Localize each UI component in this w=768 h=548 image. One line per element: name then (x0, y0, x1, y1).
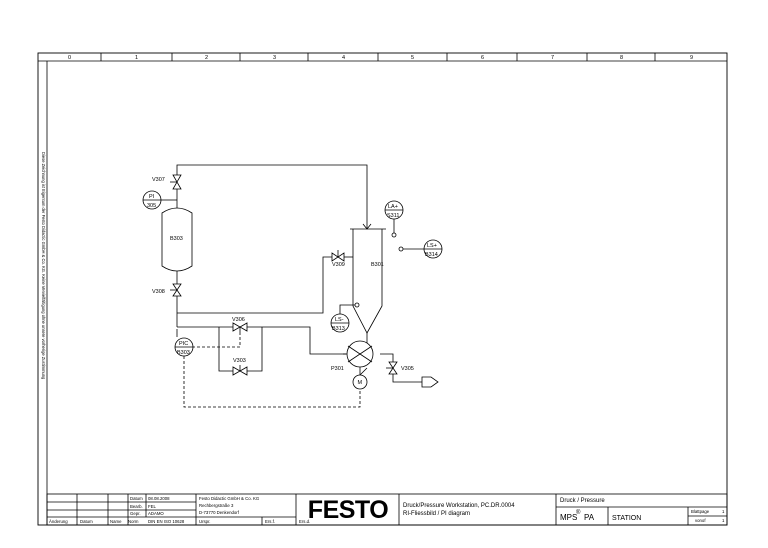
pump-label: P301 (331, 366, 344, 372)
drawing-title-1: Druck/Pressure Workstation, PC.DR.0004 (403, 503, 515, 509)
datum-label: Datum (130, 496, 143, 501)
registered-mark: ® (576, 509, 581, 516)
valve-v307-label: V307 (152, 177, 165, 183)
piping (176, 164, 439, 388)
ls-plus-bottom: B314 (425, 252, 438, 258)
instrument-ls-b313: LS- B313 (330, 302, 360, 333)
valve-v303: V303 (232, 358, 248, 376)
col-label: 6 (481, 55, 484, 61)
tank-b301: B301 (350, 228, 386, 334)
col-label: 1 (135, 55, 138, 61)
rev-header: Ers.d. (299, 519, 310, 524)
gepr-value: ADAMO (148, 511, 164, 516)
blatt-value: 1 (722, 509, 725, 514)
copyright-note: Diese Zeichnung ist Eigentum der Festo D… (41, 152, 46, 380)
valve-v303-label: V303 (233, 358, 246, 364)
valve-v305: V305 (386, 361, 414, 375)
signal-lines (183, 333, 361, 408)
pi305-top: PI (149, 194, 155, 200)
instrument-pic-b303: PIC B303 (174, 337, 194, 357)
gepr-label: Gepr. (130, 511, 141, 516)
la-top: LA+ (388, 204, 398, 210)
col-label: 2 (205, 55, 208, 61)
drawing-frame: 0 1 2 3 4 5 6 7 8 9 Diese Zeichnung ist … (37, 52, 728, 526)
col-label: 0 (68, 55, 71, 61)
tank-b303: B303 (161, 207, 193, 272)
festo-logo: FESTO (308, 496, 388, 524)
valve-v306: V306 (232, 317, 248, 333)
category: Druck / Pressure (560, 498, 605, 504)
datum-value: 08.08.2008 (148, 496, 170, 501)
pump-p301: P301 (331, 340, 374, 372)
motor-label: M (358, 380, 363, 386)
instrument-ls-s314: LS+ B314 (398, 239, 443, 259)
blatt-label: Blattpage (691, 509, 710, 514)
pic-bottom: B303 (177, 350, 190, 356)
rev-header: Ers.f. (265, 519, 275, 524)
col-label: 7 (551, 55, 554, 61)
valve-v306-label: V306 (232, 317, 245, 323)
bearb-label: Bearb. (130, 504, 143, 509)
col-label: 9 (690, 55, 693, 61)
title-block: Datum 08.08.2008 Bearb. FEL Gepr. ADAMO … (46, 493, 728, 526)
valve-v309: V309 (331, 250, 345, 268)
norm-label: Norm (128, 519, 139, 524)
ls-minus-top: LS- (335, 317, 344, 323)
col-label: 3 (273, 55, 276, 61)
von-label: vonof (695, 518, 706, 523)
company-line: Festo Didactic GmbH & Co. KG (199, 496, 260, 501)
pa-label: PA (584, 513, 595, 522)
col-label: 5 (411, 55, 414, 61)
la-bottom: S311 (387, 213, 399, 219)
pi305-bottom: 305 (147, 203, 156, 209)
station-label: STATION (612, 515, 641, 522)
valve-v305-label: V305 (401, 366, 414, 372)
company-line: Rechbergstraße 3 (199, 503, 234, 508)
bearb-value: FEL (148, 504, 156, 509)
von-value: 1 (722, 518, 725, 523)
rev-header: Datum (80, 519, 93, 524)
col-label: 4 (342, 55, 345, 61)
ls-plus-top: LS+ (427, 243, 437, 249)
rev-header: Änderung (49, 519, 68, 524)
rev-header: Name (110, 519, 122, 524)
rev-header: Urspr. (199, 519, 210, 524)
company-line: D-73770 Denkendorf (199, 510, 240, 515)
mps-label: MPS (560, 513, 577, 522)
valve-v309-label: V309 (332, 262, 345, 268)
motor: M (352, 367, 368, 390)
valve-v308: V308 (152, 283, 182, 297)
valve-v308-label: V308 (152, 289, 165, 295)
tank-b301-label: B301 (371, 262, 384, 268)
valve-v307: V307 (152, 174, 182, 190)
tank-b303-label: B303 (170, 236, 183, 242)
drawing-title-2: RI-Fliessbild / PI diagram (403, 511, 470, 517)
instrument-la-s311: LA+ S311 (384, 200, 404, 238)
norm-value: DIN EN ISO 10628 (148, 519, 185, 524)
pic-top: PIC (179, 341, 188, 347)
instrument-pi305: PI 305 (142, 190, 177, 210)
col-label: 8 (620, 55, 623, 61)
ls-minus-bottom: B313 (332, 326, 345, 332)
